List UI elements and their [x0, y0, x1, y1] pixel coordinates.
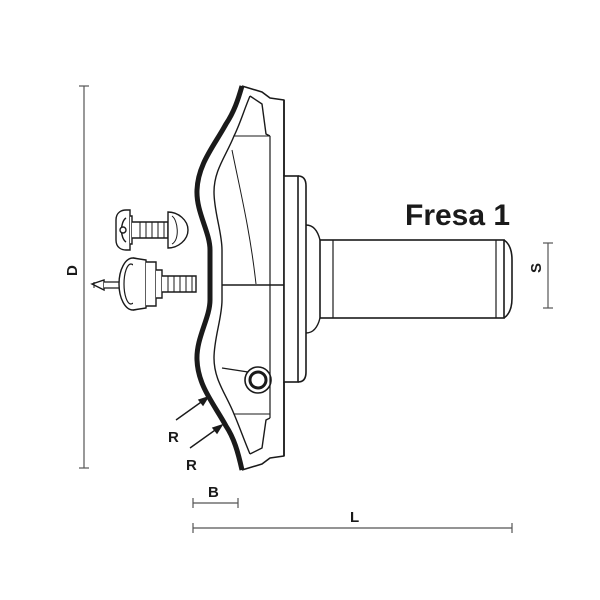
cutter-body: [194, 85, 285, 471]
hub-collar: [283, 175, 321, 383]
screw-hole: [221, 366, 272, 394]
dimension-l: [192, 523, 513, 533]
radius-upper-label: R: [168, 429, 179, 446]
dimension-b-label: B: [208, 484, 219, 501]
radius-arrows: [175, 395, 224, 449]
dimension-b: [192, 498, 239, 508]
radius-lower-label: R: [186, 457, 197, 474]
dimension-l-label: L: [350, 509, 359, 526]
diagram-title: Fresa 1: [405, 199, 510, 232]
bolt-upper: [115, 209, 189, 251]
dimension-s: [543, 242, 553, 309]
dimension-s-label: S: [528, 263, 545, 273]
dimension-d: [79, 85, 89, 469]
bolt-lower: [90, 257, 197, 311]
shank: [319, 239, 513, 319]
dimension-d-label: D: [64, 265, 81, 276]
